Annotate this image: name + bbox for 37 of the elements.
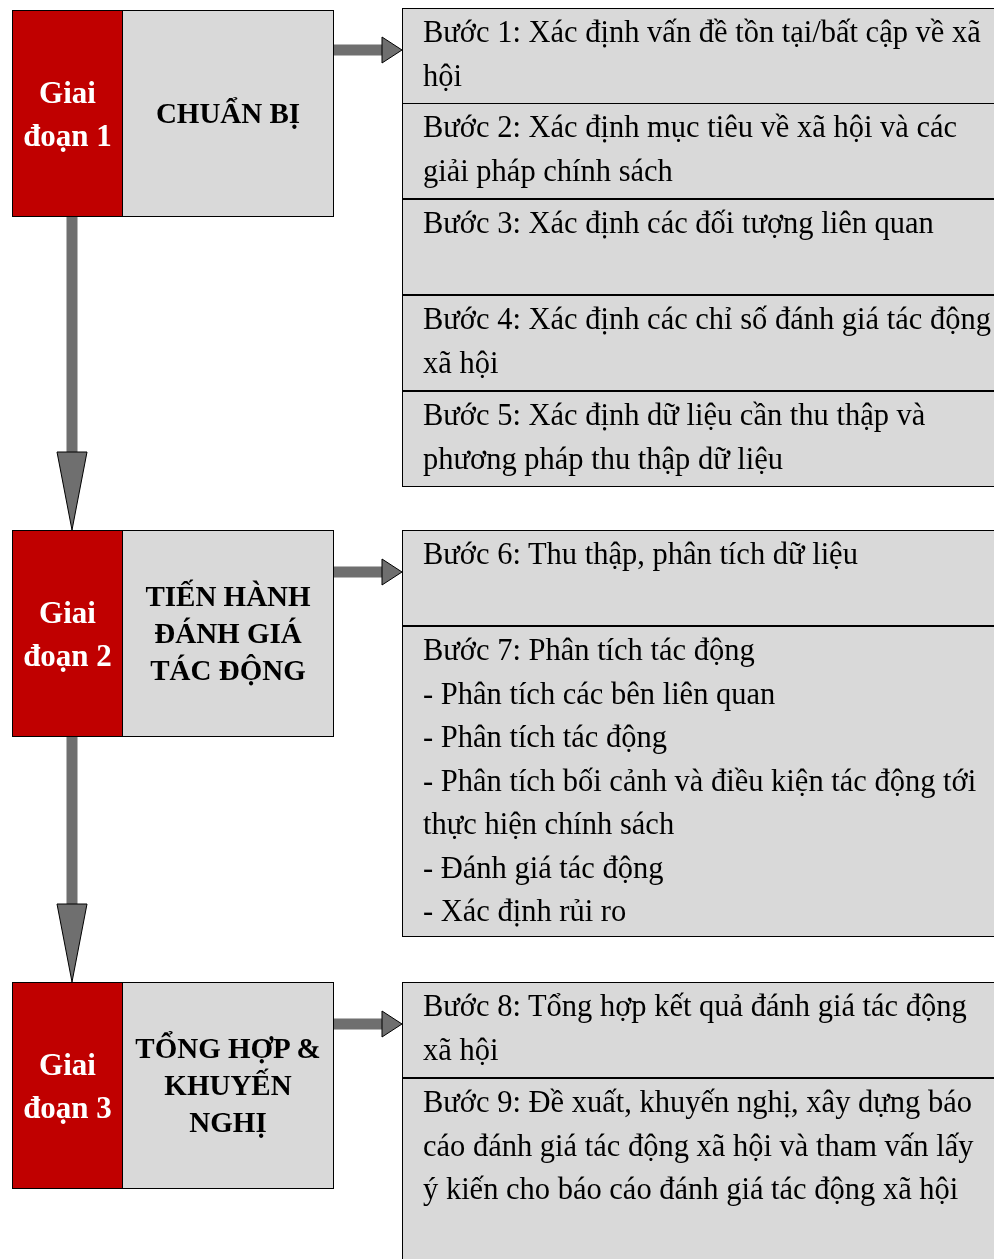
step-text: Bước 2: Xác định mục tiêu về xã hội và các giải pháp chính sách	[423, 109, 959, 190]
step-box	[402, 8, 994, 104]
list-item: - Xác định rủi ro	[423, 893, 628, 930]
step-box	[402, 295, 994, 391]
stage-title: CHUẨN BỊ	[154, 96, 302, 131]
step-box	[402, 391, 994, 487]
arrow	[56, 737, 88, 983]
arrow	[334, 1010, 403, 1038]
stage-box	[12, 10, 334, 217]
stage-box	[12, 982, 334, 1189]
stage-title: TIẾN HÀNH ĐÁNH GIÁ TÁC ĐỘNG	[144, 578, 312, 688]
arrow	[56, 217, 88, 531]
list-item: - Phân tích bối cảnh và điều kiện tác động tới thực hiện chính sách	[423, 762, 978, 843]
step-text: Bước 1: Xác định vấn đề tồn tại/bất cập về xã hội	[423, 14, 982, 95]
step-box	[402, 626, 994, 937]
step-box	[402, 1078, 994, 1259]
list-item: - Đánh giá tác động	[423, 849, 665, 887]
list-item: - Phân tích các bên liên quan	[423, 675, 777, 713]
stage-number-label: Giai đoạn 2	[13, 531, 123, 736]
step-text: Bước 6: Thu thập, phân tích dữ liệu	[423, 536, 859, 573]
arrow	[334, 36, 403, 64]
stage-number-label: Giai đoạn 3	[13, 983, 123, 1188]
arrow	[334, 558, 403, 586]
stage-box	[12, 530, 334, 737]
step-text: Bước 8: Tổng hợp kết quả đánh giá tác động xã hội	[423, 988, 968, 1069]
step-box	[402, 530, 994, 626]
step-text: Bước 4: Xác định các chỉ số đánh giá tác động xã hội	[423, 301, 991, 382]
step-text: Bước 9: Đề xuất, khuyến nghị, xây dựng báo cáo đánh giá tác động xã hội và tham vấn lấy ý kiến cho báo cáo đánh giá tác động xã hội	[423, 1084, 975, 1208]
step-box	[402, 199, 994, 295]
stage-number-label: Giai đoạn 1	[13, 11, 123, 216]
step-box	[402, 982, 994, 1078]
step-text: Bước 7: Phân tích tác động	[423, 632, 756, 669]
step-text: Bước 3: Xác định các đối tượng liên quan	[423, 205, 935, 242]
step-box	[402, 103, 994, 199]
stage-title: TỔNG HỢP & KHUYẾN NGHỊ	[134, 1030, 322, 1140]
step-text: Bước 5: Xác định dữ liệu cần thu thập và phương pháp thu thập dữ liệu	[423, 397, 927, 478]
list-item: - Phân tích tác động	[423, 719, 668, 756]
